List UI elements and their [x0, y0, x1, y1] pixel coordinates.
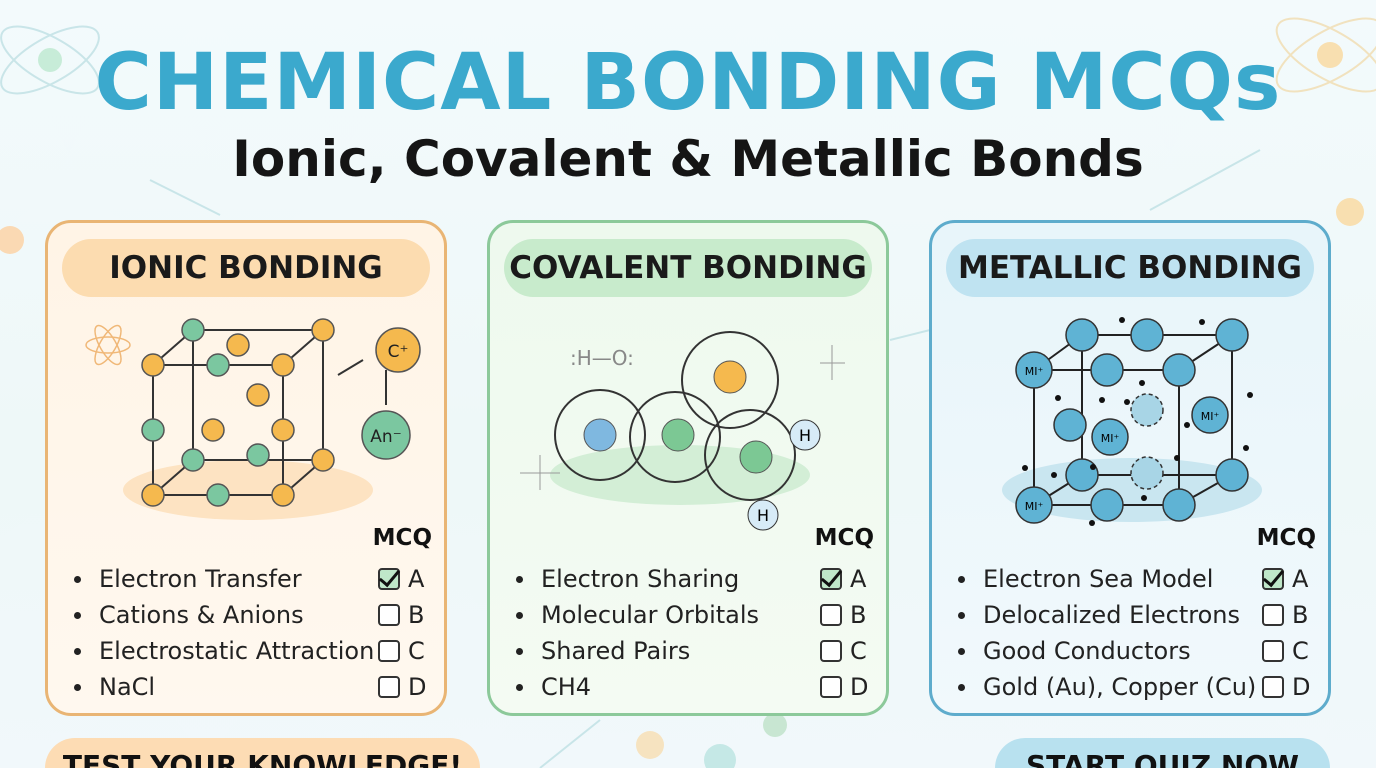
metallic-lattice-illustration: MI⁺ MI⁺ MI⁺ MI⁺ [1002, 317, 1262, 526]
checkbox[interactable] [1262, 640, 1284, 662]
checkbox[interactable] [820, 676, 842, 698]
checkbox[interactable] [820, 640, 842, 662]
checkbox[interactable] [378, 604, 400, 626]
checkbox[interactable] [378, 676, 400, 698]
metal-ion-label: MI⁺ [1101, 432, 1120, 445]
covalent-bonding-card: COVALENT BONDING H H :H—O: MCQ Electron … [487, 220, 889, 716]
metal-ion-label: MI⁺ [1025, 500, 1044, 513]
test-knowledge-button[interactable]: TEST YOUR KNOWLEDGE! [45, 738, 480, 768]
checkbox[interactable] [1262, 604, 1284, 626]
ionic-bonding-card: IONIC BONDING C⁺ An⁻ MCQ Electron Transf… [45, 220, 447, 716]
atom-icon [85, 324, 131, 366]
hydrogen-label: H [799, 426, 811, 445]
page-subtitle: Ionic, Covalent & Metallic Bonds [232, 130, 1144, 188]
metal-ion-label: MI⁺ [1201, 410, 1220, 423]
checkbox[interactable] [378, 640, 400, 662]
checkbox[interactable] [820, 604, 842, 626]
metal-ion-label: MI⁺ [1025, 365, 1044, 378]
covalent-orbital-illustration: H H :H—O: [520, 331, 845, 531]
card-heading: IONIC BONDING [62, 239, 430, 297]
checkbox-checked[interactable] [1262, 568, 1284, 590]
checkbox-checked[interactable] [820, 568, 842, 590]
mcq-label: MCQ [1256, 525, 1316, 551]
mcq-label: MCQ [372, 525, 432, 551]
page-title: CHEMICAL BONDING MCQs [94, 38, 1282, 128]
ionic-lattice-illustration: C⁺ An⁻ [85, 318, 421, 520]
checkbox[interactable] [1262, 676, 1284, 698]
checkbox-checked[interactable] [378, 568, 400, 590]
mcq-label: MCQ [814, 525, 874, 551]
hydrogen-label: H [757, 506, 769, 525]
cation-label: C⁺ [388, 342, 409, 362]
option-item[interactable]: Gold (Au), Copper (Cu)D [958, 669, 1314, 705]
card-heading: COVALENT BONDING [504, 239, 872, 297]
water-lewis-label: :H—O: [570, 346, 634, 370]
anion-label: An⁻ [370, 427, 401, 447]
start-quiz-button[interactable]: START QUIZ NOW [995, 738, 1330, 768]
card-heading: METALLIC BONDING [946, 239, 1314, 297]
metallic-bonding-card: METALLIC BONDING MI⁺ MI⁺ MI⁺ MI⁺ MCQ Ele… [929, 220, 1331, 716]
